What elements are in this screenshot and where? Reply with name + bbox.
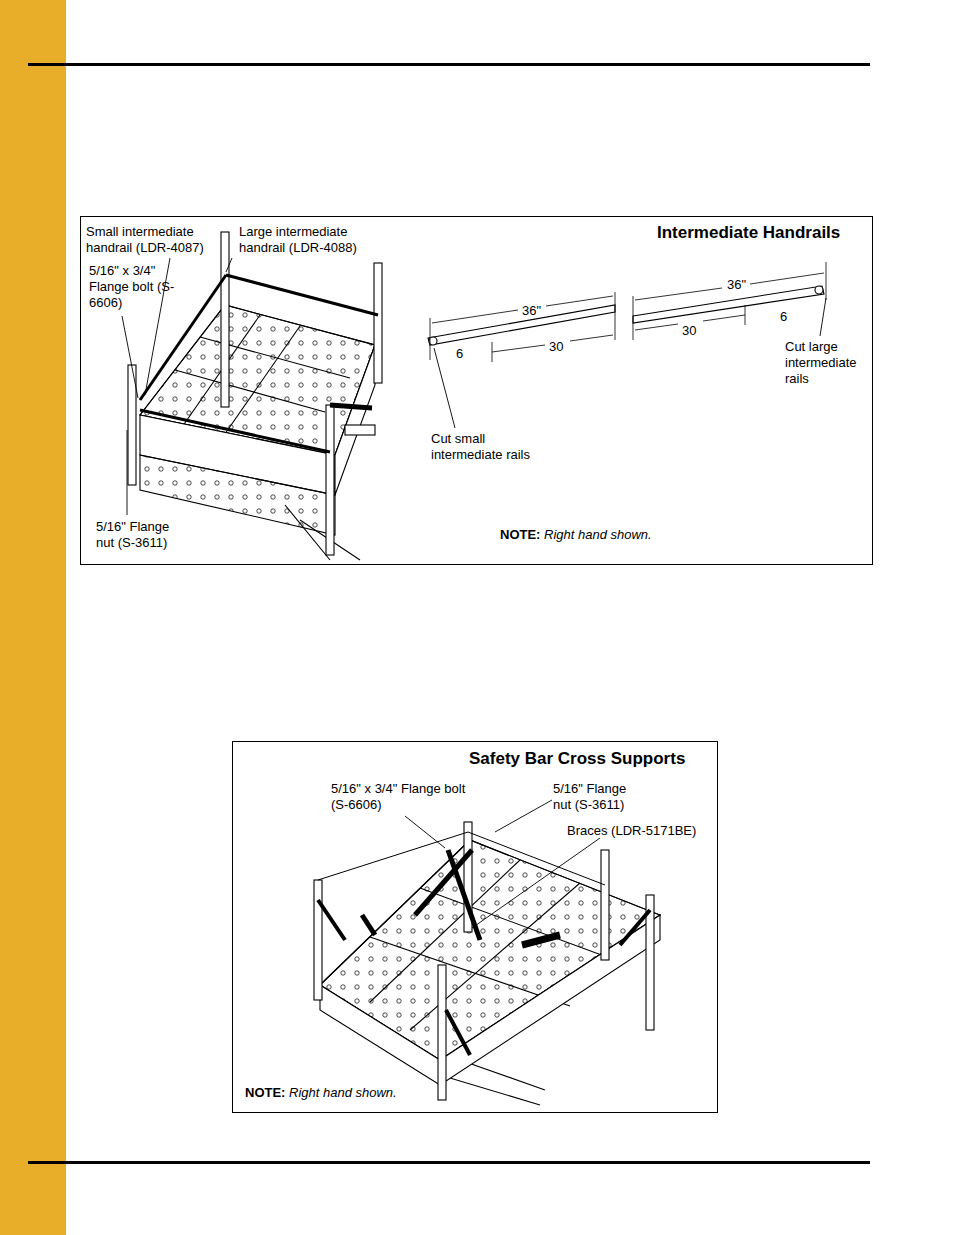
dimension: 30 [682, 323, 696, 339]
note-heading: NOTE: [500, 527, 540, 543]
panel-title: Intermediate Handrails [657, 223, 840, 243]
note-text: Right hand shown. [544, 527, 652, 543]
note-label: Cut large intermediate rails [785, 339, 869, 387]
header-rule [28, 63, 870, 66]
dimension: 30 [549, 339, 563, 355]
part-label: Small intermediate handrail (LDR-4087) [86, 224, 218, 256]
footer-rule [28, 1161, 870, 1164]
dimension: 6 [456, 346, 463, 362]
side-bar [0, 0, 66, 1235]
note-label: Cut small intermediate rails [431, 431, 553, 463]
dimension: 36" [522, 303, 541, 319]
part-label: 5/16" x 3/4" Flange bolt (S-6606) [331, 781, 471, 813]
part-label: Large intermediate handrail (LDR-4088) [239, 224, 371, 256]
figure-panel: Safety Bar Cross Supports 5/16" x 3/4" Fl… [232, 741, 718, 1113]
figure-panel: Intermediate Handrails Small intermediate… [80, 216, 873, 565]
leader-lines [405, 800, 600, 928]
dimension: 6 [780, 309, 787, 325]
note-text: Right hand shown. [289, 1085, 397, 1101]
panel-title: Safety Bar Cross Supports [469, 749, 685, 769]
part-label: Braces (LDR-5171BE) [567, 823, 696, 839]
part-label: 5/16" Flange nut (S-3611) [96, 519, 186, 551]
part-label: 5/16" Flange nut (S-3611) [553, 781, 645, 813]
note-heading: NOTE: [245, 1085, 285, 1101]
rail-drawing [428, 262, 826, 362]
dimension: 36" [727, 277, 746, 293]
platform-drawing [314, 822, 660, 1105]
part-label: 5/16" x 3/4" Flange bolt (S-6606) [89, 263, 181, 311]
leader-lines [122, 258, 826, 515]
